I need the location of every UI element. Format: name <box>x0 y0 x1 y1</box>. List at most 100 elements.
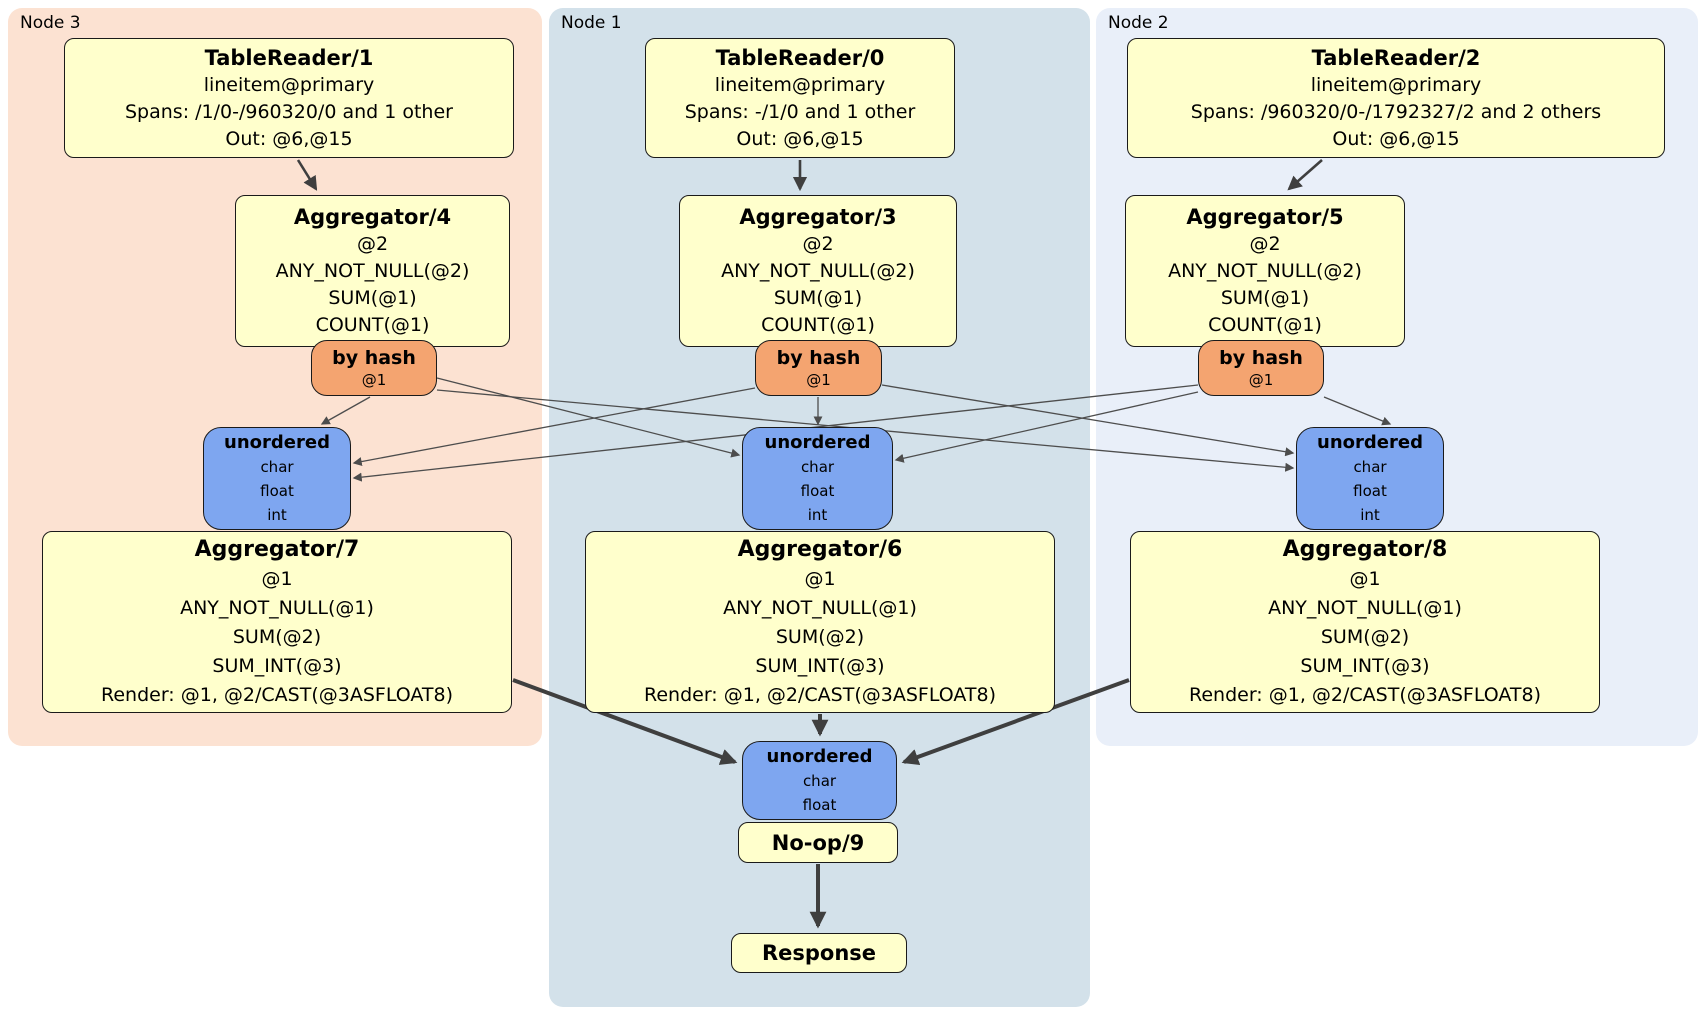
box-line: char <box>260 458 294 476</box>
aggregator-3-title: Aggregator/3 <box>739 205 897 229</box>
aggregator-4-title: Aggregator/4 <box>293 205 452 229</box>
box-line: int <box>807 506 828 524</box>
box-line: COUNT(@1) <box>1208 314 1322 336</box>
unordered-sync-final-title: unordered <box>766 746 873 767</box>
hash-router-node1-details: @1 <box>756 371 881 390</box>
box-line: Render: @1, @2/CAST(@3ASFLOAT8) <box>1189 683 1541 706</box>
box-line: @2 <box>356 233 389 255</box>
tablereader-2-title: TableReader/2 <box>1311 45 1481 70</box>
box-line: COUNT(@1) <box>315 314 430 336</box>
box-line: COUNT(@1) <box>761 314 875 336</box>
box-line: Render: @1, @2/CAST(@3ASFLOAT8) <box>644 683 996 706</box>
box-line: ANY_NOT_NULL(@2) <box>721 260 915 282</box>
box-line: @1 <box>806 371 831 389</box>
box-line: @1 <box>261 567 293 590</box>
tablereader-0-title: TableReader/0 <box>715 45 885 70</box>
box-line: float <box>802 796 837 814</box>
box-line: SUM(@2) <box>775 625 865 648</box>
box-line: SUM(@1) <box>1220 287 1310 309</box>
unordered-sync-node1-title: unordered <box>764 432 871 453</box>
box-line: SUM(@2) <box>232 625 322 648</box>
aggregator-6-title: Aggregator/6 <box>737 536 903 562</box>
box-line: SUM(@1) <box>773 287 863 309</box>
box-line: char <box>800 458 835 476</box>
response-node: Response <box>731 933 907 973</box>
box-line: @1 <box>1248 371 1274 389</box>
aggregator-8-title: Aggregator/8 <box>1282 536 1448 562</box>
box-line: @1 <box>804 567 836 590</box>
box-line: float <box>1353 482 1387 500</box>
box-line: ANY_NOT_NULL(@1) <box>1268 596 1462 619</box>
node1-label: Node 1 <box>561 13 622 33</box>
unordered-sync-final: unordered char float <box>742 741 897 820</box>
box-line: ANY_NOT_NULL(@1) <box>180 596 374 619</box>
box-line: Spans: /1/0-/960320/0 and 1 other <box>125 100 453 123</box>
box-line: @2 <box>1249 233 1281 255</box>
box-line: lineitem@primary <box>714 73 886 96</box>
box-line: @1 <box>1349 567 1381 590</box>
box-line: ANY_NOT_NULL(@2) <box>1168 260 1362 282</box>
box-line: int <box>1360 506 1380 524</box>
box-line: ANY_NOT_NULL(@2) <box>275 260 470 282</box>
unordered-sync-node2: unordered char float int <box>1296 427 1444 530</box>
response-title: Response <box>761 941 877 965</box>
box-line: SUM(@2) <box>1320 625 1410 648</box>
hash-router-node3-title: by hash <box>332 347 416 369</box>
box-line: char <box>802 772 837 790</box>
hash-router-node2: by hash @1 <box>1198 340 1324 396</box>
aggregator-7-title: Aggregator/7 <box>194 536 360 562</box>
unordered-sync-node3-title: unordered <box>224 432 330 453</box>
box-line: Out: @6,@15 <box>736 127 864 150</box>
hash-router-node1: by hash @1 <box>755 340 882 396</box>
tablereader-1-title: TableReader/1 <box>204 45 374 70</box>
noop-9-title: No-op/9 <box>771 830 865 855</box>
hash-router-node3: by hash @1 <box>311 340 437 396</box>
box-line: Render: @1, @2/CAST(@3ASFLOAT8) <box>101 683 453 706</box>
box-line: SUM_INT(@3) <box>212 654 342 677</box>
node3-label: Node 3 <box>20 13 81 33</box>
box-line: ANY_NOT_NULL(@1) <box>723 596 917 619</box>
box-line: Out: @6,@15 <box>1332 127 1460 150</box>
box-line: @1 <box>361 371 387 389</box>
hash-router-node2-title: by hash <box>1219 347 1303 369</box>
hash-router-node2-details: @1 <box>1199 371 1323 390</box>
box-line: Spans: -/1/0 and 1 other <box>684 100 916 123</box>
hash-router-node3-details: @1 <box>312 371 436 390</box>
noop-9-node: No-op/9 <box>738 822 898 863</box>
box-line: int <box>267 506 287 524</box>
box-line: SUM_INT(@3) <box>1300 654 1430 677</box>
box-line: char <box>1353 458 1387 476</box>
node2-label: Node 2 <box>1108 13 1169 33</box>
box-line: Spans: /960320/0-/1792327/2 and 2 others <box>1190 100 1602 123</box>
box-line: lineitem@primary <box>203 73 375 96</box>
hash-router-node1-title: by hash <box>776 347 861 369</box>
unordered-sync-node2-details: char float int <box>1297 455 1443 527</box>
box-line: SUM(@1) <box>328 287 417 309</box>
box-line: Out: @6,@15 <box>225 127 353 150</box>
unordered-sync-node2-title: unordered <box>1317 432 1423 453</box>
box-line: @2 <box>802 233 834 255</box>
box-line: lineitem@primary <box>1310 73 1482 96</box>
